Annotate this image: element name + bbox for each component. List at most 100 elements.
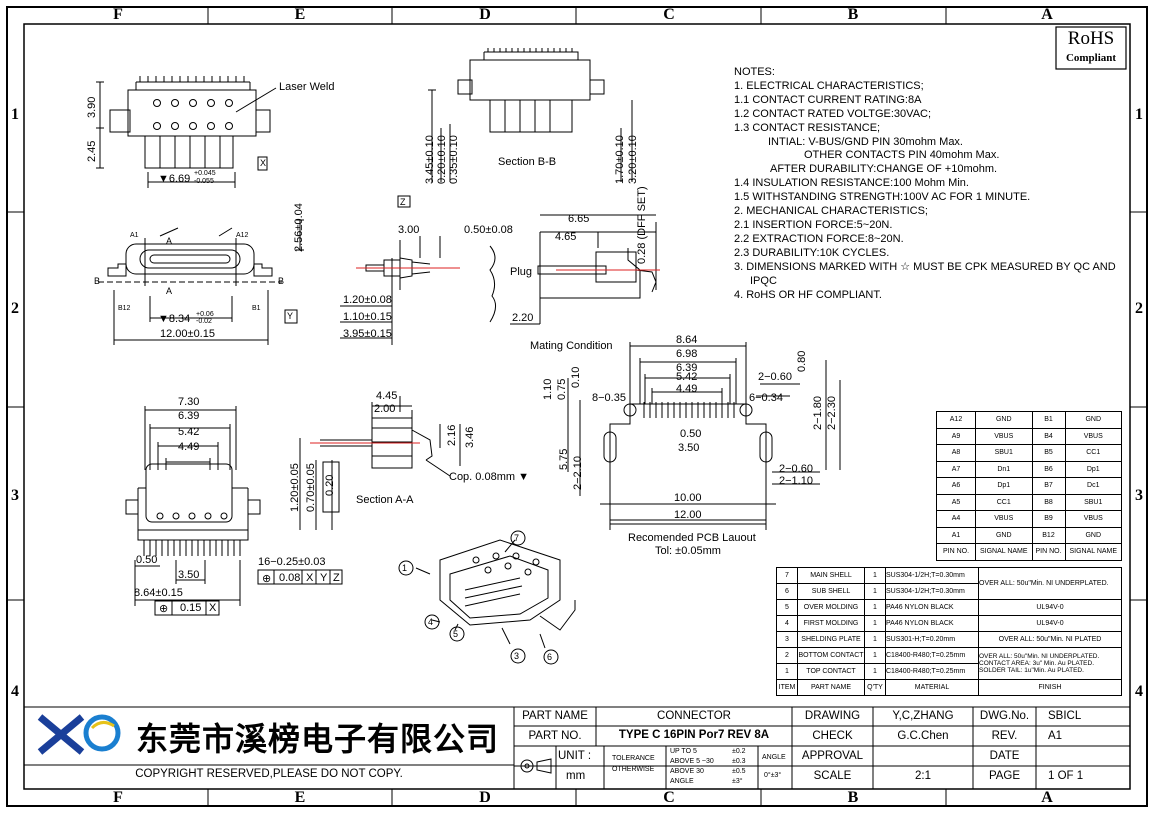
position-symbol-icon: ⊕ [159,603,169,615]
drawing-label: DRAWING [804,710,861,722]
section-a-marker: A [166,236,173,246]
section-b-marker: B [94,276,101,286]
table-cell: GND [975,526,1033,544]
dim-label: 0.10 [570,366,582,388]
dim-label: 8−0.35 [592,392,626,404]
notes-block: NOTES: 1. ELECTRICAL CHARACTERISTICS; 1.… [734,66,1116,302]
table-header: FINISH [978,679,1122,696]
dim-label: 2.00 [374,403,396,415]
dim-label: 3.45±0.10 [424,135,436,184]
table-cell: 4 [776,615,798,632]
table-cell: A6 [936,477,976,495]
zone-label: 2 [1135,300,1143,317]
dim-tol: -0.02 [196,318,212,325]
table-cell: A4 [936,510,976,528]
datum-ref: X [306,572,314,584]
table-header: PIN NO. [936,543,976,561]
part-no-value: TYPE C 16PIN Por7 REV 8A [618,729,770,741]
table-cell: CC1 [975,493,1033,511]
dim-label: 8.64±0.15 [134,587,183,599]
table-cell: 1 [776,663,798,680]
table-cell: A8 [936,444,976,462]
datum-ref: Z [333,572,340,584]
dim-label: 5.75 [558,448,570,470]
page-value: 1 OF 1 [1048,770,1084,782]
section-bb-label: Section B-B [498,156,557,168]
table-header: PIN NO. [1031,543,1066,561]
dff-label: 0.28 (DFF SET) [636,186,648,264]
pin-b1-label: B1 [252,305,261,312]
drawing-value: Y,C,ZHANG [892,710,954,722]
unit-value: mm [566,770,586,782]
dim-label: 0.50 [136,554,158,566]
dim-label: 0.35±0.10 [448,135,460,184]
dim-label: 3.95±0.15 [343,328,392,340]
angle-label: ANGLE [762,754,786,761]
section-aa-label: Section A-A [356,494,414,506]
tol-range: ANGLE [670,778,694,785]
table-cell: 6 [776,583,798,600]
table-cell: VBUS [1064,427,1122,445]
unit-label: UNIT : [558,750,592,762]
balloon-3: 3 [514,651,520,661]
note-line: 1.2 CONTACT RATED VOLTGE:30VAC; [734,107,932,120]
dim-label: 6.39 [676,362,698,374]
position-symbol-icon: ⊕ [262,573,272,585]
dim-label: 1.20±0.08 [343,294,392,306]
table-cell: MAIN SHELL [797,567,865,584]
zone-label: F [113,789,123,806]
table-cell: OVER ALL: 50u"Min. NI UNDERPLATED. [978,567,1122,600]
pin-b12-label: B12 [118,305,131,312]
balloon-4: 4 [428,617,434,627]
table-cell: Dp1 [1064,460,1122,478]
dim-label: 12.00±0.15 [160,328,215,340]
table-cell: 7 [776,567,798,584]
table-cell: Dn1 [975,460,1033,478]
table-cell: SHELDING PLATE [797,631,865,648]
isometric-view [398,530,576,665]
dim-label: 0.70±0.05 [305,463,317,512]
dim-label: 0.20±0.10 [436,135,448,184]
zone-label: 4 [11,683,19,700]
table-cell: A5 [936,493,976,511]
zone-label: F [113,6,123,23]
dim-label: 5.42 [178,426,200,438]
tol-range: UP TO 5 [670,748,697,755]
table-header: PART NAME [797,679,865,696]
note-line: NOTES: [734,66,775,78]
balloon-1: 1 [402,563,408,573]
tol-range: ABOVE 5 ~30 [670,758,714,765]
zone-label: E [294,6,306,23]
zone-label: D [479,6,491,23]
pcb-layout-label: Recomended PCB Lauout [628,532,756,544]
table-cell: B6 [1031,460,1066,478]
table-cell: PA46 NYLON BLACK [885,599,979,616]
dim-label: 3.46 [464,426,476,448]
mating-label: Mating Condition [530,340,613,352]
dim-label: 0.50 [680,428,702,440]
note-line: 2.1 INSERTION FORCE:5~20N. [734,218,893,231]
balloon-7: 7 [514,533,520,543]
dim-label: 3.20±0.10 [627,135,639,184]
dim-label: 0.08 [279,572,301,584]
dim-label: 12.00 [674,509,702,521]
note-line: 1.3 CONTACT RESISTANCE; [734,121,881,134]
check-label: CHECK [812,730,853,742]
bottom-view [98,219,304,345]
part-name-label: PART NAME [522,710,588,722]
dim-label: 6.65 [568,213,590,225]
table-cell: GND [975,411,1033,429]
table-cell: A12 [936,411,976,429]
zone-label: 3 [1135,487,1143,504]
table-header: SIGNAL NAME [1064,543,1122,561]
table-cell: B7 [1031,477,1066,495]
table-cell: B5 [1031,444,1066,462]
dim-label: 1.20±0.05 [289,463,301,512]
scale-label: SCALE [813,770,852,782]
table-cell: A1 [936,526,976,544]
balloon-6: 6 [547,652,553,662]
tol-range: ABOVE 30 [670,768,704,775]
pcb-layout-view [567,342,841,530]
table-cell: UL94V-0 [978,599,1122,616]
